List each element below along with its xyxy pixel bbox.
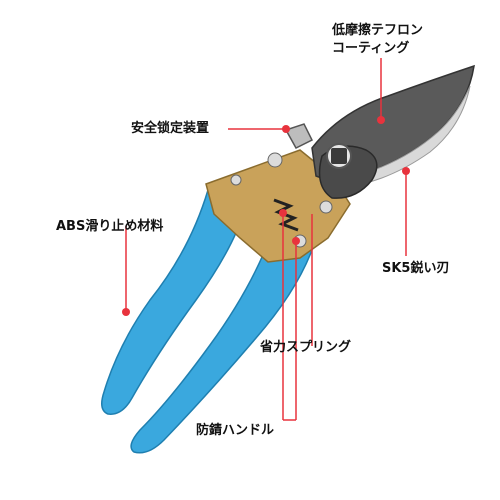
screw-3 <box>319 200 333 214</box>
blue-handles <box>101 188 313 454</box>
label-abs-grip: ABS滑り止め材料 <box>56 219 164 234</box>
right-handle <box>130 237 313 454</box>
screw-2 <box>267 152 283 168</box>
label-teflon-coating: 低摩擦テフロン コーティング <box>332 22 423 57</box>
pivot-nut <box>331 148 347 164</box>
left-handle <box>101 188 245 415</box>
label-sk5-blade: SK5鋭い刃 <box>382 261 450 276</box>
label-teflon-coating-line2: コーティング <box>332 40 410 56</box>
callout-dots <box>122 116 410 316</box>
label-safety-lock: 安全锁定装置 <box>131 121 210 136</box>
safety-lock-lever <box>284 123 314 149</box>
label-rustproof-handle: 防錆ハンドル <box>196 423 275 438</box>
label-spring: 省力スプリング <box>260 340 352 355</box>
screw-1 <box>230 174 242 186</box>
blades <box>311 64 475 199</box>
label-teflon-coating-line1: 低摩擦テフロン <box>332 23 424 38</box>
callout-markers <box>125 58 407 421</box>
